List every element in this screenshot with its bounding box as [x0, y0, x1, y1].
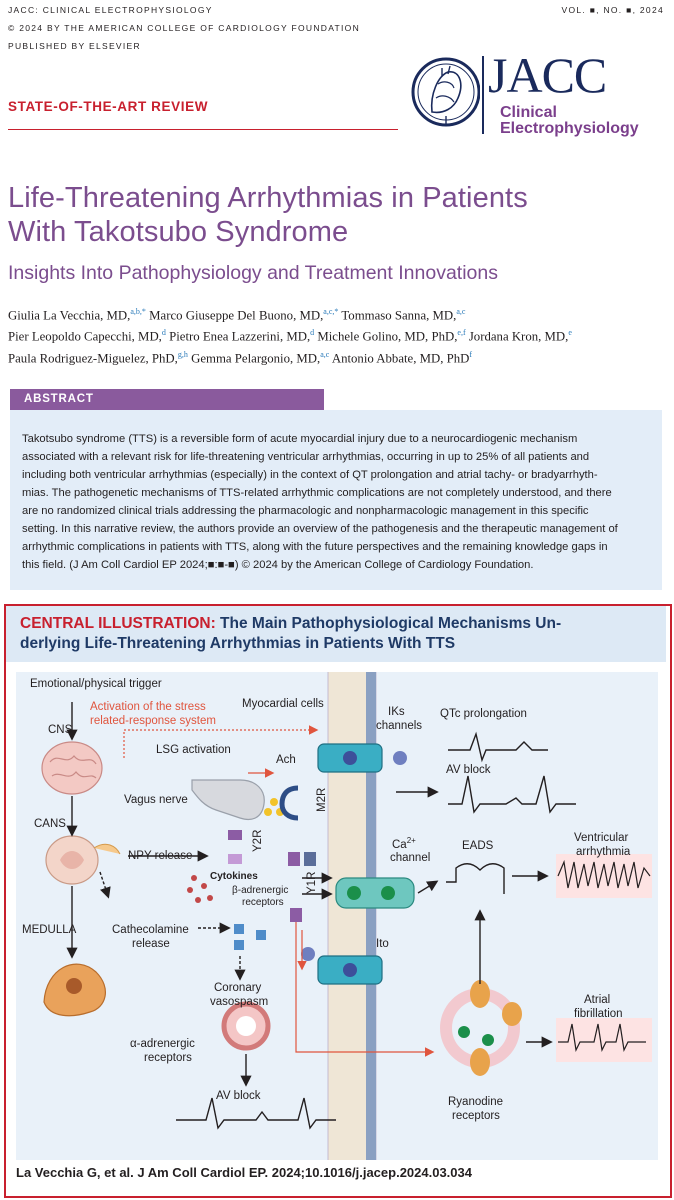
stress-label-1: Activation of the stress	[90, 701, 206, 713]
m2r-label: M2R	[316, 787, 328, 812]
av-block-label-2: AV block	[216, 1090, 261, 1102]
publisher-line: PUBLISHED BY ELSEVIER	[8, 41, 141, 51]
beta-receptor-squares	[234, 924, 266, 950]
va-label-2: arrhythmia	[576, 846, 631, 858]
beta-label-1: β-adrenergic	[232, 885, 289, 896]
article-subtitle: Insights Into Pathophysiology and Treatm…	[8, 262, 498, 284]
av-block-ecg-trace	[448, 775, 576, 814]
abstract-box: Takotsubo syndrome (TTS) is a reversible…	[10, 410, 662, 590]
eads-trace	[446, 863, 505, 894]
adrenal-gland-icon	[43, 963, 106, 1017]
stress-label-2: related-response system	[90, 715, 216, 727]
cytokines-label: Cytokines	[210, 871, 258, 882]
copyright-line: © 2024 BY THE AMERICAN COLLEGE OF CARDIO…	[8, 23, 361, 33]
af-ecg-trace	[558, 1023, 646, 1052]
myocardial-label: Myocardial cells	[242, 698, 324, 710]
journal-subtitle-line1: Clinical	[500, 104, 557, 121]
va-label-1: Ventricular	[574, 832, 629, 844]
author-line-1: Giulia La Vecchia, MD,a,b,* Marco Giusep…	[8, 307, 466, 323]
qtc-ecg-trace	[448, 731, 548, 763]
medulla-label: MEDULLA	[22, 924, 77, 936]
abstract-line: setting. In this narrative review, the a…	[22, 523, 618, 535]
abstract-line: mias. The pathogenetic mechanisms of TTS…	[22, 487, 612, 499]
vagus-label: Vagus nerve	[124, 794, 188, 806]
ito-label: Ito	[376, 938, 389, 950]
av-block-label-1: AV block	[446, 764, 491, 776]
trigger-label: Emotional/physical trigger	[30, 678, 162, 690]
qtc-label: QTc prolongation	[440, 708, 527, 720]
author-line-2: Pier Leopoldo Capecchi, MD,d Pietro Enea…	[8, 328, 572, 344]
beta-label-2: receptors	[242, 897, 284, 908]
cns-label: CNS	[48, 724, 73, 736]
abstract-text: Takotsubo syndrome (TTS) is a reversible…	[22, 430, 658, 574]
iks-label-2: channels	[376, 720, 423, 732]
coronary-vessel-icon	[221, 1001, 271, 1051]
jacc-seal-logo	[408, 54, 481, 130]
y1r-label: Y1R	[306, 871, 318, 894]
membrane-layer	[366, 672, 376, 1160]
eads-label: EADS	[462, 840, 494, 852]
abstract-line: associated with a relevant risk for life…	[22, 451, 590, 463]
vasospasm-label-2: vasospasm	[210, 996, 269, 1008]
red-arrows	[123, 725, 435, 1057]
npy-label: NPY release	[128, 850, 193, 862]
ca-channel-label-1: Ca2+	[392, 836, 416, 851]
abstract-tab: ABSTRACT	[10, 389, 324, 410]
author-line-3: Paula Rodriguez-Miguelez, PhD,g,h Gemma …	[8, 349, 473, 365]
spinal-cord-icon	[45, 835, 121, 885]
y2r-label: Y2R	[252, 829, 264, 852]
central-illustration-header: CENTRAL ILLUSTRATION: The Main Pathophys…	[6, 606, 666, 662]
alpha-label-1: α-adrenergic	[130, 1038, 195, 1050]
catecholamine-label-2: release	[132, 938, 170, 950]
figure-citation: La Vecchia G, et al. J Am Coll Cardiol E…	[16, 1165, 472, 1180]
iks-label-1: IKs	[388, 706, 405, 718]
ryanodine-label-1: Ryanodine	[448, 1096, 503, 1108]
vasospasm-label-1: Coronary	[214, 982, 262, 994]
journal-subtitle-line2: Electrophysiology	[500, 120, 639, 137]
cans-label: CANS	[34, 818, 66, 830]
va-ecg-trace	[557, 859, 651, 889]
header-rule	[8, 129, 398, 130]
af-label-1: Atrial	[584, 994, 611, 1006]
central-illustration-title: CENTRAL ILLUSTRATION: The Main Pathophys…	[20, 615, 562, 652]
author-list: Giulia La Vecchia, MD,a,b,* Marco Giusep…	[8, 303, 668, 367]
abstract-line: are no randomized clinical trials addres…	[22, 505, 589, 517]
article-type: STATE-OF-THE-ART REVIEW	[8, 99, 209, 114]
abstract-line: this field. (J Am Coll Cardiol EP 2024;■…	[22, 559, 534, 571]
calcium-channel	[335, 877, 415, 909]
abstract-line: arrhythmic complications in patients wit…	[22, 541, 608, 553]
article-title-line2: With Takotsubo Syndrome	[8, 216, 349, 248]
abstract-line: Takotsubo syndrome (TTS) is a reversible…	[22, 433, 578, 445]
alpha-label-2: receptors	[144, 1052, 192, 1064]
pathophysiology-figure: Emotional/physical trigger Activation of…	[16, 672, 658, 1160]
lsg-label: LSG activation	[156, 744, 231, 756]
abstract-line: including both ventricular arrhythmias (…	[22, 469, 598, 481]
article-title-line1: Life-Threatening Arrhythmias in Patients	[8, 182, 528, 214]
cytokine-dots	[187, 875, 213, 903]
av-block-bottom-trace	[176, 1097, 336, 1130]
purple-receptors	[228, 830, 316, 922]
ryanodine-receptor-ring	[440, 980, 522, 1076]
flow-arrows	[66, 702, 553, 1087]
brain-icon	[41, 741, 103, 795]
ito-channel	[301, 947, 383, 985]
ca-channel-label-2: channel	[390, 852, 431, 864]
jacc-wordmark: JACC	[488, 47, 607, 103]
af-ecg-grid	[556, 1018, 652, 1062]
af-label-2: fibrillation	[574, 1008, 623, 1020]
logo-divider	[482, 56, 484, 134]
journal-name: JACC: CLINICAL ELECTROPHYSIOLOGY	[8, 5, 213, 15]
nerve-terminal-icon	[191, 779, 299, 821]
volume-info: VOL. ■, NO. ■, 2024	[561, 5, 664, 15]
ach-label: Ach	[276, 754, 296, 766]
iks-channel	[317, 743, 407, 773]
catecholamine-label-1: Cathecolamine	[112, 924, 189, 936]
figure-graphics	[41, 672, 652, 1160]
ryanodine-label-2: receptors	[452, 1110, 500, 1122]
